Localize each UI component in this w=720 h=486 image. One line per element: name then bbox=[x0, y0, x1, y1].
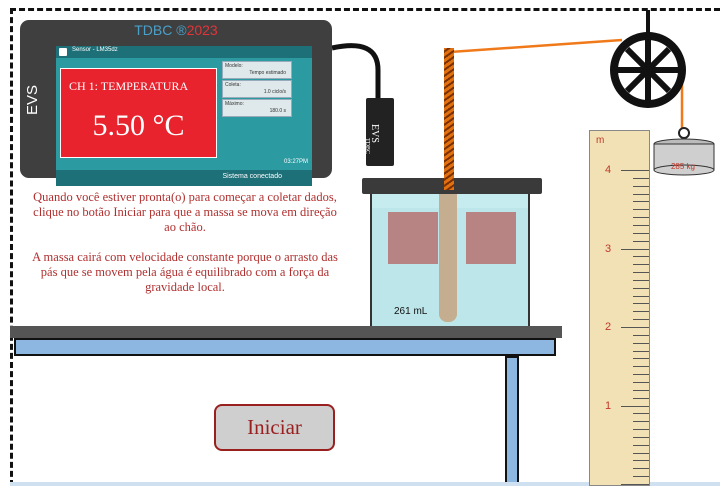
status-text: Sistema conectado bbox=[222, 173, 282, 180]
start-button[interactable]: Iniciar bbox=[214, 404, 335, 451]
ruler-tick bbox=[633, 452, 649, 454]
info-value: 1.0 ciclo/s bbox=[263, 89, 286, 95]
device-title: TDBC ®2023 bbox=[20, 22, 332, 38]
ruler-tick bbox=[633, 421, 649, 423]
ruler-tick bbox=[633, 201, 649, 203]
dashed-border-top bbox=[10, 8, 720, 11]
ruler-label-1: 1 bbox=[605, 400, 612, 412]
ruler-label-3: 3 bbox=[605, 243, 612, 255]
ruler-tick bbox=[633, 232, 649, 234]
paddle-shaft bbox=[439, 190, 457, 322]
ruler-tick bbox=[633, 193, 649, 195]
device-title-text: TDBC ® bbox=[134, 22, 187, 38]
ruler-tick bbox=[633, 444, 649, 446]
ruler-tick bbox=[633, 460, 649, 462]
instruction-paragraph-2: A massa cairá com velocidade constante p… bbox=[32, 250, 338, 294]
info-key: Modelo: bbox=[225, 63, 243, 69]
ruler-tick bbox=[633, 311, 649, 313]
threaded-rod bbox=[444, 48, 454, 190]
table-edge bbox=[14, 338, 556, 356]
ruler-tick bbox=[621, 327, 649, 328]
ruler-tick bbox=[633, 279, 649, 281]
ruler-tick bbox=[633, 272, 649, 274]
ruler-tick bbox=[633, 240, 649, 242]
left-paddle bbox=[388, 212, 438, 264]
ruler-tick bbox=[633, 476, 649, 478]
ruler-tick bbox=[633, 256, 649, 258]
ruler-tick bbox=[633, 217, 649, 219]
ruler-tick bbox=[633, 358, 649, 360]
ruler-tick bbox=[621, 405, 649, 407]
screen-header: Sensor - LM35dz bbox=[56, 46, 312, 58]
floor bbox=[10, 482, 720, 486]
device-title-year: 2023 bbox=[186, 22, 218, 38]
status-bar: Sistema conectado bbox=[56, 170, 312, 186]
temperature-display: CH 1: TEMPERATURA 5.50 °C bbox=[60, 68, 217, 158]
table-leg bbox=[505, 356, 519, 486]
ruler-tick bbox=[633, 374, 649, 376]
water-volume: 261 mL bbox=[394, 306, 428, 317]
info-box-rate: Coleta: 1.0 ciclo/s bbox=[222, 80, 292, 98]
sensor-label: Sensor - LM35dz bbox=[72, 47, 118, 53]
ruler-tick bbox=[633, 342, 649, 344]
mass-label: 285 kg bbox=[670, 162, 696, 171]
temperature-probe bbox=[366, 98, 394, 166]
info-key: Coleta: bbox=[225, 82, 241, 88]
dashed-border-left bbox=[10, 8, 13, 486]
ruler-tick bbox=[633, 303, 649, 305]
height-ruler: m 4 3 2 1 bbox=[589, 130, 650, 486]
ruler-tick bbox=[633, 468, 649, 470]
ruler-tick bbox=[633, 429, 649, 431]
screen-time: 03:27PM bbox=[283, 159, 308, 165]
ruler-label-2: 2 bbox=[605, 321, 612, 333]
ruler-tick bbox=[633, 350, 649, 352]
ruler-tick bbox=[633, 381, 649, 383]
ruler-tick bbox=[633, 177, 649, 179]
right-paddle bbox=[466, 212, 516, 264]
device-screen: Sensor - LM35dz CH 1: TEMPERATURA 5.50 °… bbox=[56, 46, 312, 186]
channel-label: CH 1: TEMPERATURA bbox=[69, 79, 189, 93]
ruler-tick bbox=[633, 397, 649, 399]
ruler-tick bbox=[633, 319, 649, 321]
ruler-tick bbox=[633, 295, 649, 297]
ruler-tick bbox=[633, 334, 649, 336]
ruler-tick bbox=[621, 484, 649, 485]
table-top bbox=[10, 326, 562, 338]
info-value: Tempo estimado bbox=[249, 70, 286, 76]
ruler-tick bbox=[633, 209, 649, 211]
ruler-tick bbox=[633, 287, 649, 289]
data-logger-device: TDBC ®2023 EVS Sensor - LM35dz CH 1: TEM… bbox=[20, 20, 332, 186]
sensor-checkbox[interactable] bbox=[59, 48, 67, 56]
ruler-tick bbox=[633, 224, 649, 226]
ruler-label-4: 4 bbox=[605, 164, 612, 176]
temperature-value: 5.50 °C bbox=[92, 109, 185, 142]
ruler-tick bbox=[633, 366, 649, 368]
info-box-model: Modelo: Tempo estimado bbox=[222, 61, 292, 79]
ruler-tick bbox=[621, 248, 649, 250]
info-value: 180.0 s bbox=[269, 108, 286, 114]
hanging-mass: 285 kg bbox=[652, 148, 714, 182]
ruler-unit: m bbox=[596, 135, 605, 146]
ruler-tick bbox=[633, 264, 649, 266]
ruler-tick bbox=[633, 185, 649, 187]
info-box-max: Máximo: 180.0 s bbox=[222, 99, 292, 117]
info-key: Máximo: bbox=[225, 101, 244, 107]
instruction-paragraph-1: Quando você estiver pronta(o) para começ… bbox=[33, 190, 337, 234]
ruler-tick bbox=[633, 389, 649, 391]
ruler-tick bbox=[633, 436, 649, 438]
ruler-tick bbox=[633, 413, 649, 415]
ruler-tick bbox=[621, 170, 649, 171]
